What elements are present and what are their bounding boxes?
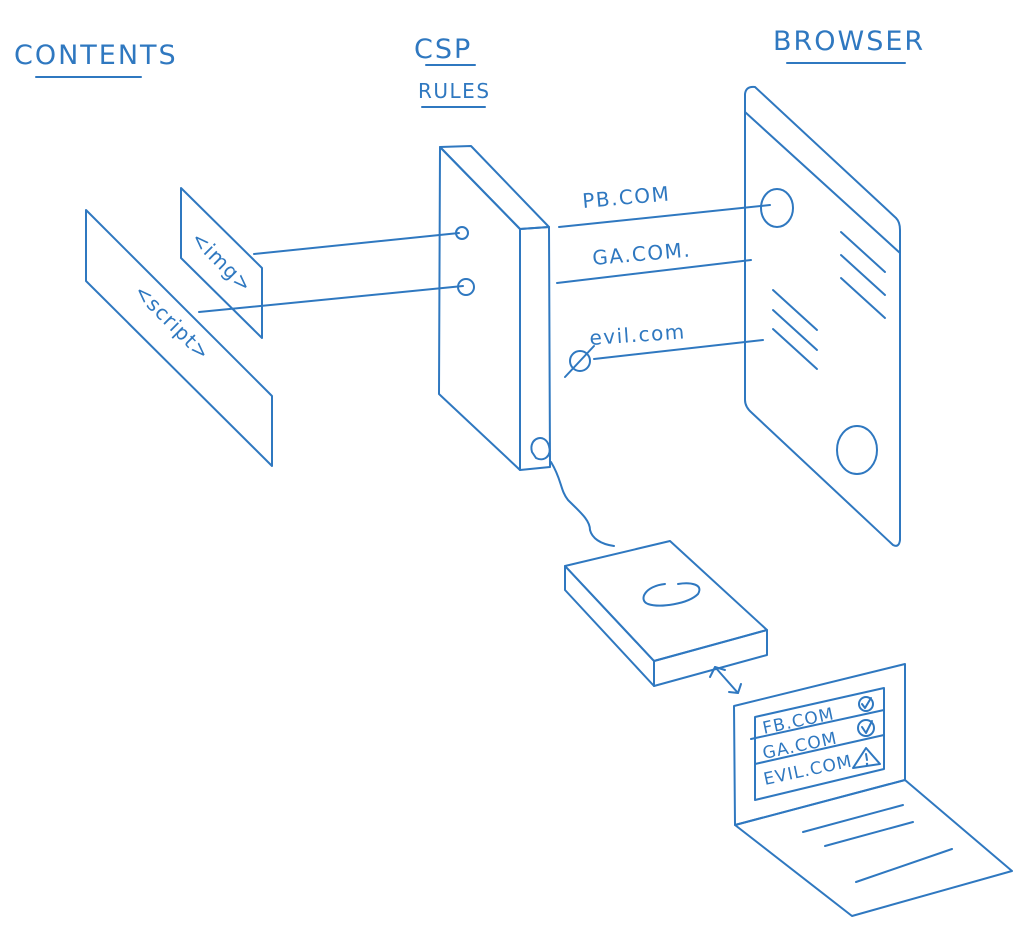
csp-socket-script: [457, 278, 475, 296]
connection-evil: evil.com: [564, 319, 764, 378]
sync-double-arrow-icon: [709, 666, 742, 694]
connection-pb-line: [558, 204, 771, 228]
browser-element-circle-top: [760, 188, 794, 228]
collector-box-front: [564, 565, 655, 687]
csp-block-face: [438, 146, 521, 471]
img-panel-label: <img>: [186, 227, 257, 298]
script-to-csp-line: [198, 285, 464, 313]
connection-pb: PB.COM: [558, 181, 771, 228]
connection-ga-line: [556, 259, 752, 284]
collector-box-side: [653, 629, 768, 687]
report-collector-box: [564, 540, 768, 687]
browser-element-circle-bottom: [836, 425, 878, 475]
collector-box-top: [564, 540, 768, 662]
connection-ga: GA.COM.: [556, 237, 752, 284]
img-to-csp-line: [253, 232, 460, 255]
connection-evil-line: [593, 339, 764, 360]
browser-toolbar-line: [744, 111, 901, 254]
heading-csp-rules: CSP RULES: [414, 34, 491, 108]
csp-block-side: [519, 226, 551, 471]
browser-window: [744, 85, 901, 547]
csp-rules-block: [438, 145, 551, 471]
browser-text-lines-right: [840, 231, 886, 319]
heading-csp-text: CSP: [414, 34, 472, 65]
browser-text-lines-left: [772, 289, 818, 370]
heading-contents: CONTENTS: [14, 40, 178, 78]
heading-contents-text: CONTENTS: [14, 40, 178, 71]
heading-rules-text: RULES: [418, 79, 491, 103]
check-circle-icon: [857, 719, 875, 737]
heading-browser-text: BROWSER: [773, 26, 925, 57]
report-row-divider: [754, 734, 885, 765]
content-panel-script: <script>: [85, 209, 273, 467]
csp-cable-plug-icon: [530, 437, 551, 461]
blocked-icon: [564, 345, 595, 378]
report-table-border: [754, 687, 885, 801]
warning-triangle-icon: [852, 747, 881, 769]
report-table: FB.COM GA.COM EVIL.COM: [750, 687, 885, 801]
content-panel-img: <img>: [180, 187, 263, 339]
laptop-base: [734, 779, 1013, 917]
collector-logo-icon: [642, 582, 701, 607]
csp-socket-img: [455, 226, 469, 240]
browser-frame: [744, 85, 901, 547]
laptop-keyboard-lines: [802, 804, 953, 883]
img-panel-shape: [180, 187, 263, 339]
csp-block-top: [439, 145, 550, 230]
report-cable: [550, 461, 615, 547]
laptop: FB.COM GA.COM EVIL.COM: [733, 663, 1013, 917]
script-panel-label: <script>: [129, 280, 215, 366]
script-panel-shape: [85, 209, 273, 467]
connection-evil-label: evil.com: [589, 319, 687, 350]
check-circle-icon: [858, 696, 874, 712]
report-row-divider: [750, 709, 885, 740]
connection-ga-label: GA.COM.: [591, 237, 692, 270]
connection-pb-label: PB.COM: [581, 181, 671, 213]
heading-browser: BROWSER: [773, 26, 925, 64]
